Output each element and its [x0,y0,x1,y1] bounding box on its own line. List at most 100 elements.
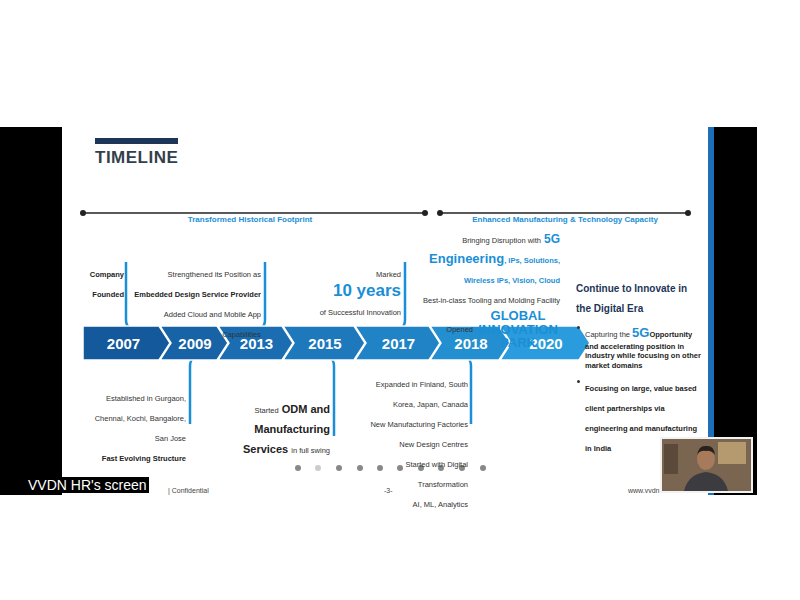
text-line: Fast Evolving Structure [92,446,186,466]
highlight-text: Engineering [429,251,504,266]
year-chevron: 2007 [83,326,170,360]
event-text: , IPs, Solutions, [504,256,560,265]
text-line: VVDN HR's screen [26,475,176,495]
text-line: Wireless IPs, Vision, Cloud [394,268,560,288]
text-group: StartedODM and Manufacturing Servicesin … [236,398,330,458]
slide-title: TIMELINE [95,148,178,168]
event-text: Marked [376,270,401,279]
event-text: of Successful Innovation [320,308,401,317]
leader-line [330,358,334,436]
text-line: AI, ML, Analytics [362,492,468,512]
text-line: Strengthened its Position as [128,262,261,282]
text-line: www.vvdn [628,478,668,498]
text-line: Marked [304,262,401,282]
text-line: Continue to Innovate in the Digital Era [576,277,704,317]
text-line: Added Cloud and Mobile App Capabilities [128,302,261,342]
text-group: Transformed Historical Footprint [140,207,360,227]
year-label: 2018 [454,335,487,352]
highlight-text: 5G [632,325,649,340]
text-line: of Successful Innovation [304,300,401,320]
text-line: Company Founded [80,262,124,302]
text-line: New Manufacturing Factories [362,412,468,432]
event-text: Strengthened its Position as [168,270,261,279]
text-group: -3- [384,478,408,498]
event-text: Started with Digital Transformation [405,460,468,489]
text-group: VVDN HR's screen [26,475,176,495]
bullet-text: Capturing the [585,330,630,339]
year-chevron: 2017 [355,326,440,360]
line-dot [685,210,691,216]
event-text: AI, ML, Analytics [413,500,468,509]
footer-text: | Confidential [168,487,209,494]
event-text: New Manufacturing Factories [370,420,468,429]
bullet-text: Focusing on large, value based client pa… [585,384,697,453]
text-group: Enhanced Manufacturing & Technology Capa… [454,207,676,227]
bullet-text: Opportunity [649,330,692,339]
text-line: 10 years [304,282,401,300]
year-chevron: 2015 [283,326,365,360]
text-line: Bringing Disruption with5G [394,228,560,248]
webcam-shirt [684,472,728,491]
text-line: -3- [384,478,408,498]
webcam-picture [718,442,746,464]
text-line: | Confidential [168,478,258,498]
event-text: Company Founded [90,270,124,299]
event-text: Embedded Design Service Provider [134,290,261,299]
footer-text: www.vvdn [628,487,660,494]
text-line: OpenedGLOBAL INNOVATION PARK [394,309,560,350]
text-line: Engineering, IPs, Solutions, [394,248,560,268]
year-label: 2009 [178,335,211,352]
event-text: Started [255,406,279,415]
chevron-fill [283,326,365,360]
band-heading: Enhanced Manufacturing & Technology Capa… [468,215,662,224]
chevron-fill [160,326,228,360]
page-dot [295,465,301,471]
bullet-dot [577,326,580,329]
text-line: Best-in-class Tooling and Molding Facili… [394,288,560,308]
text-line: Expanded in Finland, South Korea, Japan,… [362,372,468,412]
bullet-item: Capturing the5GOpportunityand accelerati… [576,322,704,370]
webcam-hair [697,446,715,455]
text-line: Established in Gurgaon, Chennai, Kochi, … [92,386,186,446]
leader-line [467,358,471,424]
leader-line [190,358,194,424]
webcam-frame [660,437,753,493]
year-label: 2015 [308,335,341,352]
leader-line [401,262,405,328]
text-group: Expanded in Finland, South Korea, Japan,… [362,372,468,512]
line-dot [80,210,86,216]
event-text: Opened [446,325,473,334]
side-heading: Continue to Innovate in the Digital Era [576,283,687,314]
line-dot [422,210,428,216]
page-dot [315,465,321,471]
event-text: Fast Evolving Structure [102,454,186,463]
slide-area [62,127,714,495]
event-text: Established in Gurgaon, Chennai, Kochi, … [95,394,186,443]
chevron-fill [83,326,170,360]
leader-line [126,262,130,328]
event-text: Bringing Disruption with [462,236,541,245]
page-dot [397,465,403,471]
line-dot [437,210,443,216]
highlight-text: GLOBAL INNOVATION PARK [476,309,560,350]
leader-line [261,262,265,328]
event-text: Added Cloud and Mobile App Capabilities [164,310,261,339]
year-label: 2007 [107,335,140,352]
text-group: Established in Gurgaon, Chennai, Kochi, … [92,386,186,466]
text-group: Marked 10 years of Successful Innovation [304,262,401,320]
event-text: New Design Centres [399,440,468,449]
screen-share-label: VVDN HR's screen [26,477,149,493]
event-text: in full swing [291,446,330,455]
period-line [440,212,688,214]
webcam-tile [660,437,753,493]
page-dot [336,465,342,471]
highlight-text: 10 years [333,281,401,300]
text-group: Continue to Innovate in the Digital EraC… [576,277,704,462]
bullet-dot [577,380,580,383]
year-chevron: 2009 [160,326,228,360]
period-line [83,212,425,214]
text-line: Embedded Design Service Provider [128,282,261,302]
year-label: 2017 [382,335,415,352]
text-line: Enhanced Manufacturing & Technology Capa… [454,207,676,227]
